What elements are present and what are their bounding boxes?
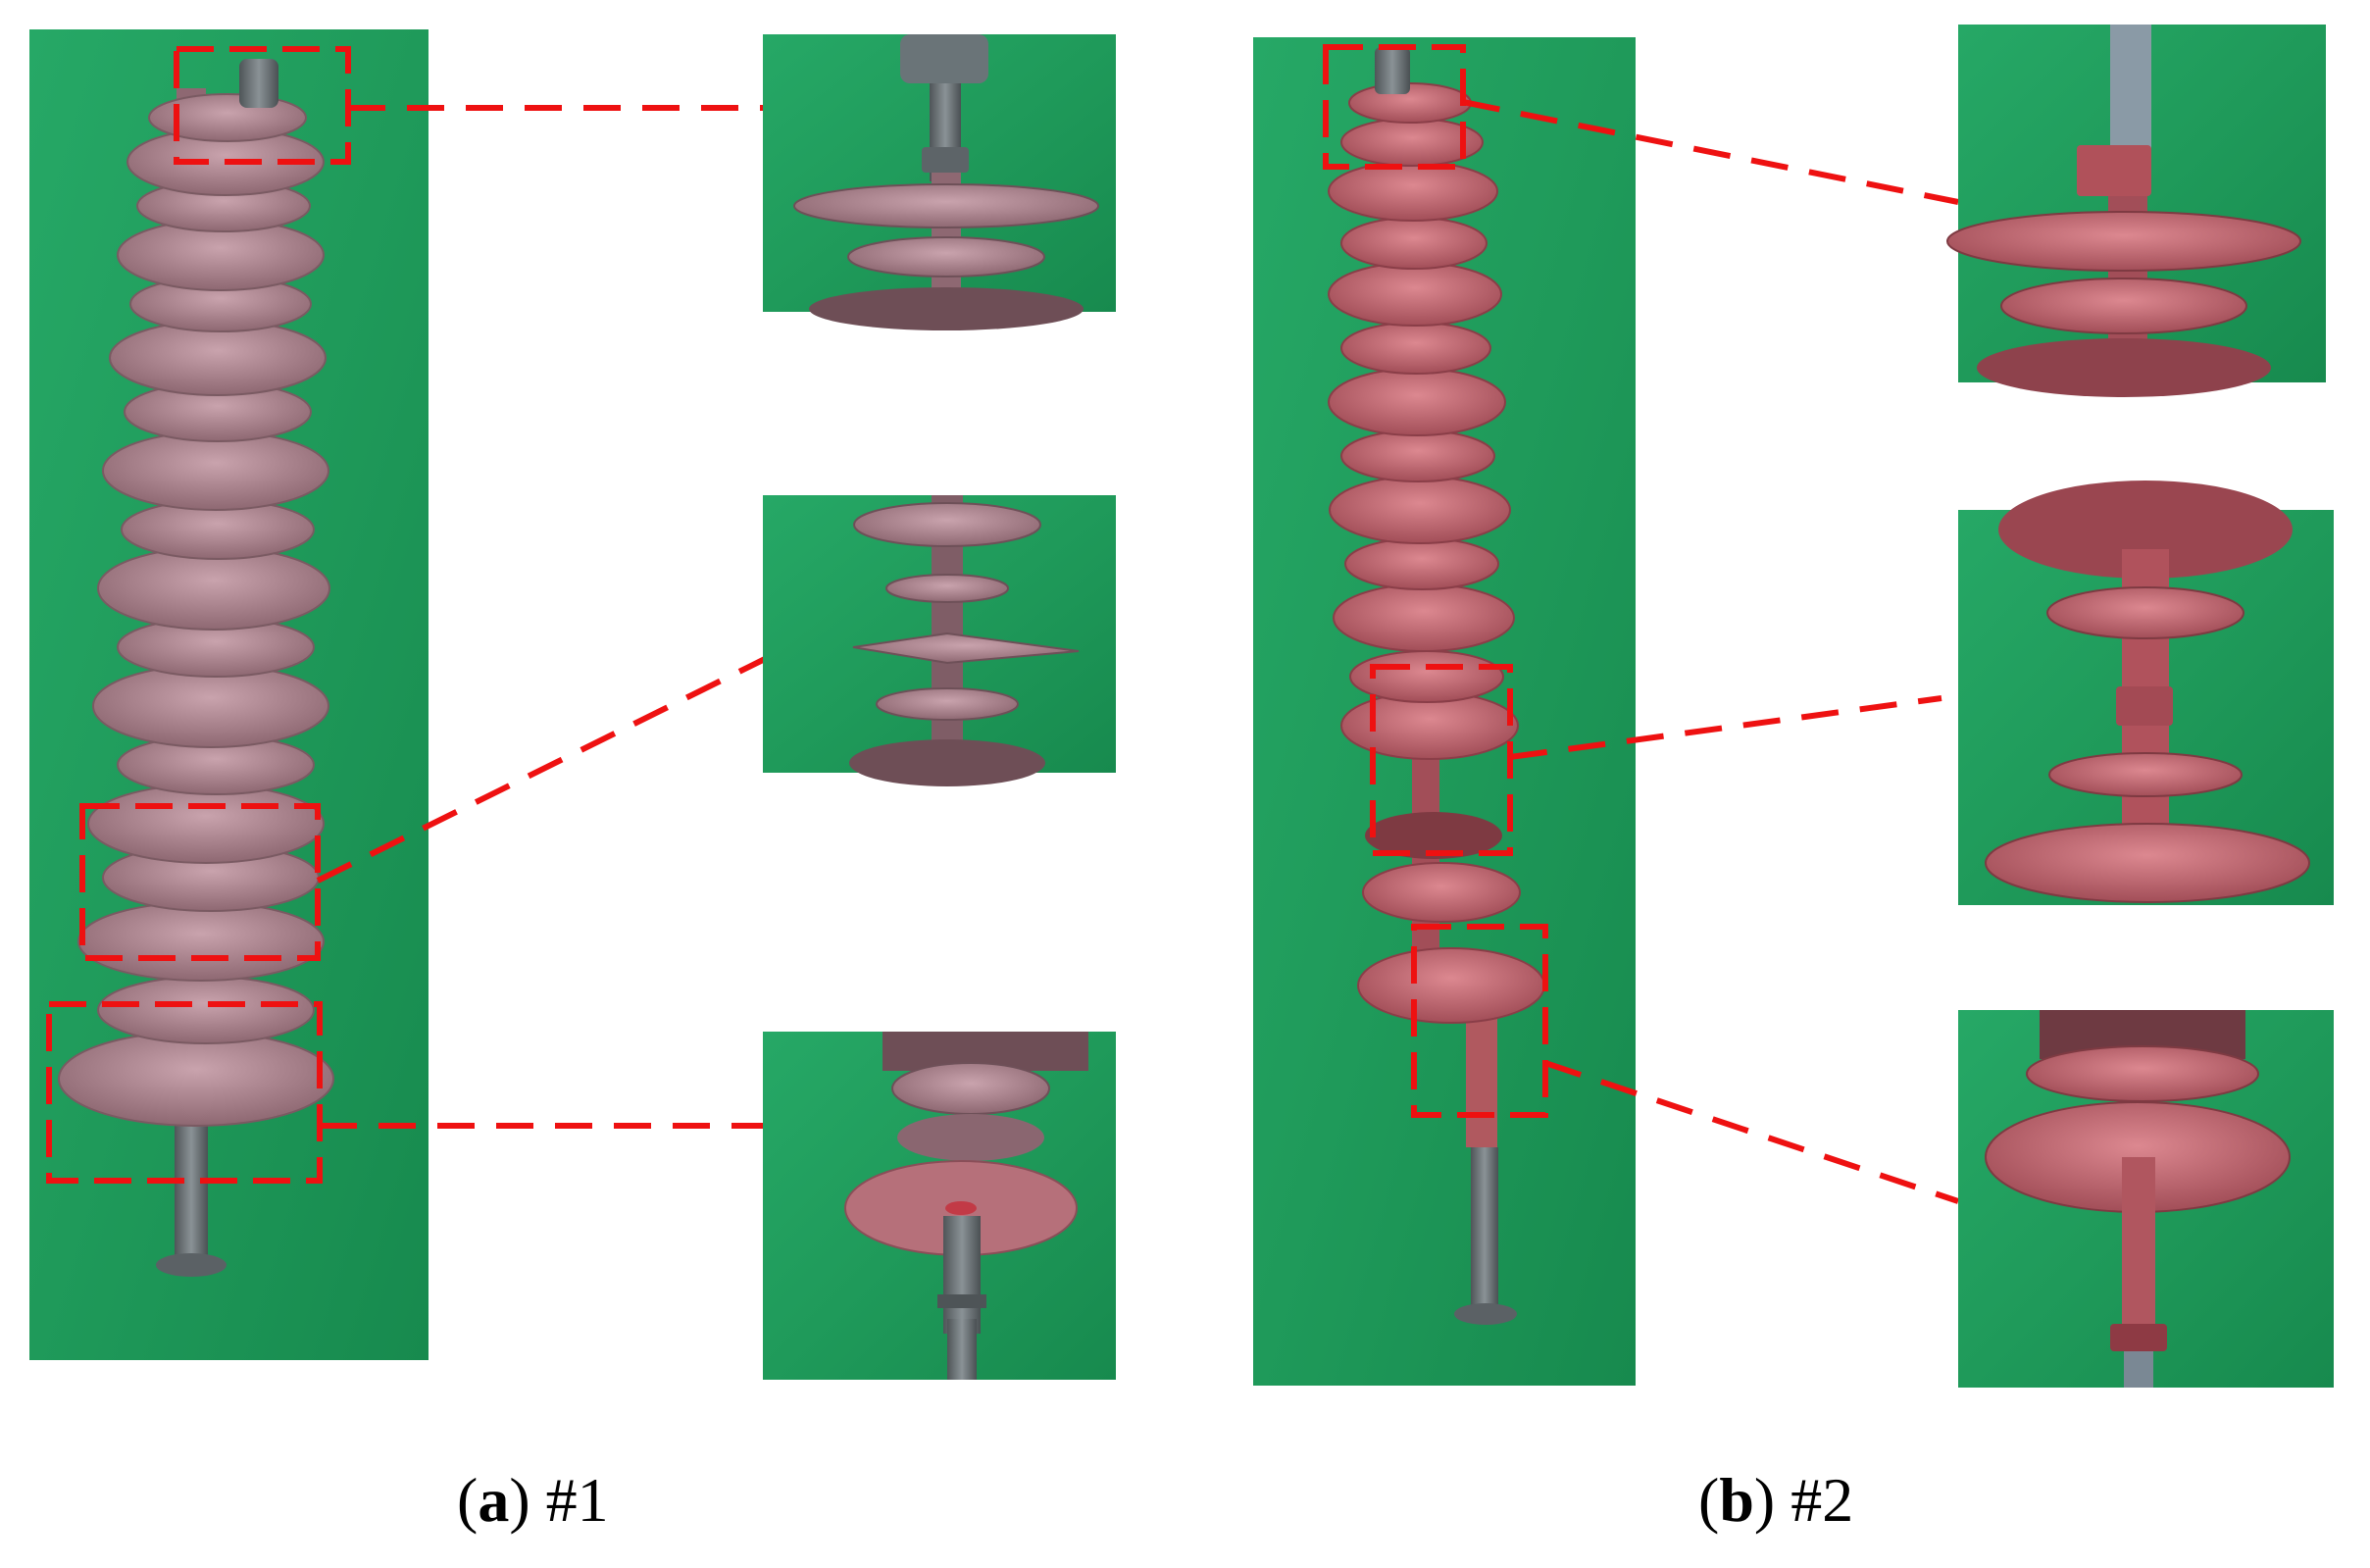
caption-b-open: (: [1698, 1465, 1720, 1535]
panel-a-highlight-bottom: [46, 1001, 323, 1184]
panel-b-zoom-middle: [1958, 481, 2334, 905]
panel-a: [29, 29, 767, 1360]
caption-panel-b: (b) #2: [1698, 1461, 1853, 1540]
caption-a-open: (: [457, 1465, 479, 1535]
panel-a-highlight-middle: [79, 803, 321, 961]
panel-b-highlight-bottom: [1411, 924, 1548, 1118]
caption-b-close: ): [1753, 1465, 1776, 1535]
panel-b-zoom-bottom: [1958, 1010, 2334, 1388]
panel-b-insulator: [1328, 47, 1545, 1325]
panel-b-connector-middle: [1509, 695, 1942, 760]
caption-panel-a: (a) #1: [457, 1461, 609, 1540]
panel-b-connector-top: [1462, 99, 1959, 205]
caption-b-number: #2: [1790, 1465, 1854, 1535]
caption-b-letter: b: [1719, 1465, 1754, 1535]
panel-b: [1253, 37, 1959, 1386]
caption-a-letter: a: [478, 1465, 510, 1535]
panel-a-insulator: [58, 59, 334, 1277]
panel-b-highlight-middle: [1370, 664, 1513, 856]
panel-b-zoom-top: [1946, 25, 2326, 397]
caption-a-number: #1: [545, 1465, 609, 1535]
panel-a-zoom-middle: [763, 495, 1116, 786]
panel-a-zoom-top: [763, 34, 1116, 330]
caption-a-close: ): [509, 1465, 530, 1535]
panel-b-highlight-top: [1323, 44, 1466, 170]
panel-b-connector-bottom: [1544, 1060, 1959, 1204]
panel-a-zoom-bottom: [763, 1032, 1116, 1380]
panel-a-connector-middle: [316, 656, 767, 884]
